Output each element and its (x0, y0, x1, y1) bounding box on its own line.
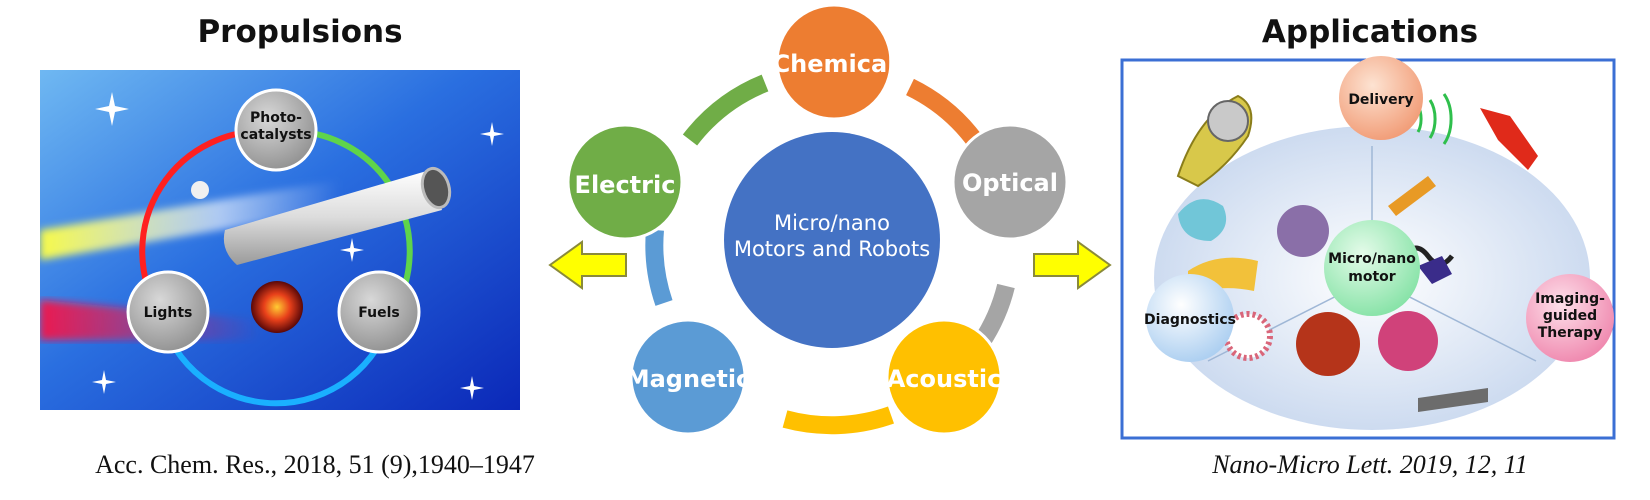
node-acoustic: Acoustic (885, 318, 1003, 436)
node-magnetic: Magnetic (626, 318, 751, 436)
catalyst-particle (251, 281, 303, 333)
node-lights-label: Lights (144, 305, 193, 321)
arc-electric-chemical (682, 74, 769, 146)
propulsions-illustration: Photo- catalysts Lights Fuels (40, 70, 520, 410)
node-photocatalysts-label-2: catalysts (240, 127, 311, 143)
motor-label-2: motor (1348, 269, 1396, 285)
light-streak (40, 180, 340, 260)
left-arrow-shape (548, 240, 627, 290)
left-citation: Acc. Chem. Res., 2018, 51 (9),1940–1947 (95, 450, 535, 479)
right-citation: Nano-Micro Lett. 2019, 12, 11 (1212, 450, 1528, 479)
tube-motor (223, 166, 452, 265)
node-chemical: Chemical (773, 3, 896, 121)
node-photocatalysts: Photo- catalysts (234, 88, 318, 172)
right-arrow (1033, 240, 1112, 290)
right-arrow-shape (1033, 240, 1112, 290)
node-diagnostics-label: Diagnostics (1144, 312, 1236, 328)
node-acoustic-label: Acoustic (887, 365, 1002, 393)
arc-chemical-optical (905, 78, 986, 151)
node-delivery-label: Delivery (1348, 92, 1413, 108)
node-photocatalysts-label-1: Photo- (250, 110, 302, 126)
node-fuels-label: Fuels (358, 305, 399, 321)
hub-circle (724, 132, 940, 348)
ring-blue-arc (157, 313, 395, 407)
particle (191, 181, 209, 199)
therapy-label-3: Therapy (1538, 325, 1603, 341)
therapy-label-1: Imaging- (1535, 291, 1605, 307)
node-magnetic-label: Magnetic (626, 365, 751, 393)
node-optical-label: Optical (962, 169, 1058, 197)
arc-magnetic-electric (645, 229, 673, 306)
sparkles (92, 92, 504, 400)
applications-illustration: Micro/nano motor Delivery Diagnostics Im… (1120, 56, 1616, 440)
motor-label-1: Micro/nano (1328, 251, 1416, 267)
hub-label-2: Motors and Robots (734, 237, 930, 261)
therapy-label-2: guided (1543, 308, 1597, 324)
node-electric: Electric (566, 123, 684, 241)
arc-acoustic-magnetic (782, 406, 895, 435)
node-lights: Lights (126, 270, 210, 354)
propulsions-title: Propulsions (197, 14, 403, 50)
node-fuels: Fuels (337, 270, 421, 354)
left-arrow (548, 240, 627, 290)
hub-label-1: Micro/nano (774, 211, 890, 235)
central-diagram: Micro/nano Motors and Robots Chemical Op… (566, 3, 1069, 436)
arc-optical-acoustic (973, 283, 1015, 348)
node-optical: Optical (951, 123, 1069, 241)
applications-title: Applications (1261, 14, 1479, 50)
node-micronano-motor: Micro/nano motor (1324, 220, 1420, 316)
node-chemical-label: Chemical (773, 50, 896, 78)
node-electric-label: Electric (575, 171, 676, 199)
node-diagnostics: Diagnostics (1144, 274, 1236, 362)
node-delivery: Delivery (1339, 56, 1423, 140)
node-imaging-guided-therapy: Imaging- guided Therapy (1526, 274, 1614, 362)
